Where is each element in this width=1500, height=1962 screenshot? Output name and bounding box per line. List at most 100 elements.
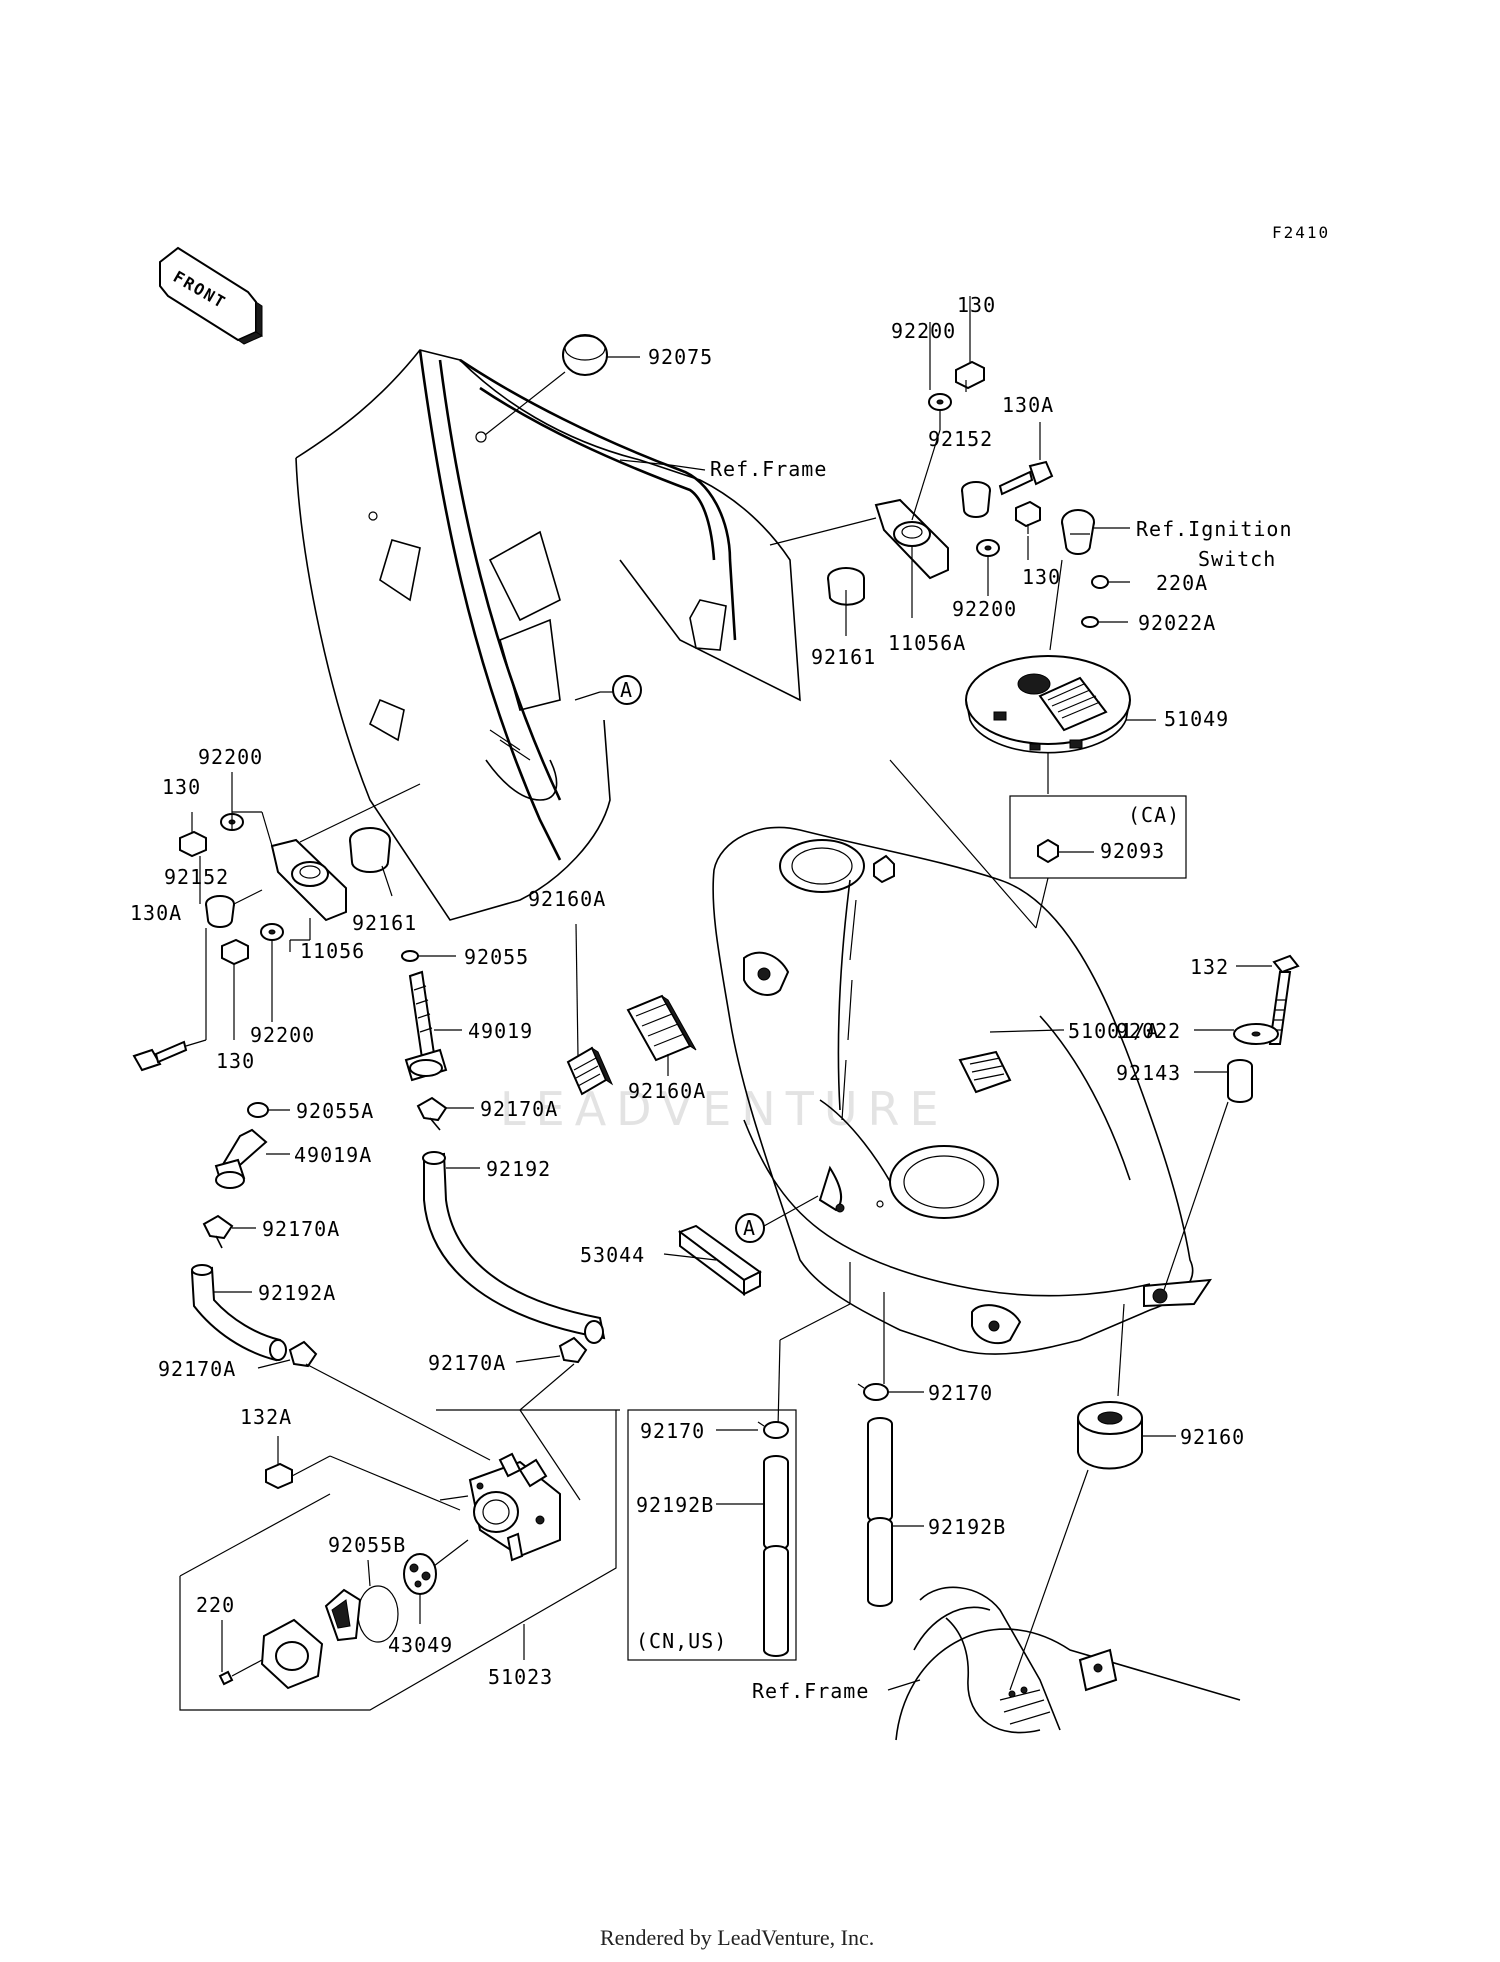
- callout-92093: 92093: [1100, 839, 1165, 863]
- lever-icon: [324, 1588, 362, 1642]
- packing-43049: [403, 1553, 437, 1595]
- rubber-92160: [1077, 1401, 1143, 1470]
- rubber-92160A-a: [566, 1046, 614, 1096]
- clamp-92170A-4: [558, 1336, 588, 1364]
- callout-220A: 220A: [1156, 571, 1208, 595]
- callout-92200-left2: 92200: [250, 1023, 315, 1047]
- callout-132A: 132A: [240, 1405, 292, 1429]
- damper-92161-left: [349, 827, 391, 873]
- callout-ca: (CA): [1128, 803, 1180, 827]
- oring-92055A: [247, 1102, 269, 1118]
- bolt-130A-top: [998, 460, 1054, 496]
- plate-icon: [260, 1618, 324, 1690]
- callout-51001: 51001/A: [1068, 1019, 1159, 1043]
- collar-92143: [1227, 1059, 1253, 1103]
- bolt-130-top: [955, 360, 985, 392]
- clamp-92170A-1: [416, 1096, 448, 1131]
- callout-92170A-2: 92170A: [262, 1217, 340, 1241]
- frame-lower: [895, 1586, 1241, 1741]
- nut-92093: [1037, 838, 1059, 864]
- callout-92170A-1: 92170A: [480, 1097, 558, 1121]
- oring-92055: [401, 950, 419, 962]
- callout-92192: 92192: [486, 1157, 551, 1181]
- callout-51023: 51023: [488, 1665, 553, 1689]
- pipe-49019: [404, 970, 448, 1082]
- damper-92161-top: [827, 567, 865, 606]
- washer-92022: [1233, 1023, 1279, 1045]
- screw-220: [218, 1659, 263, 1686]
- callout-ref-a-bottom: A: [743, 1216, 756, 1240]
- frame-upper: [295, 349, 801, 921]
- hose-92192A: [190, 1264, 287, 1362]
- washer-92200-mid: [976, 539, 1000, 557]
- ignition-switch-icon: [1061, 509, 1095, 555]
- clamp-92170A-2: [202, 1214, 234, 1249]
- fuel-cap-51049: [965, 655, 1131, 754]
- callout-92055A: 92055A: [296, 1099, 374, 1123]
- callout-92192B-box: 92192B: [636, 1493, 714, 1517]
- callout-92022A: 92022A: [1138, 611, 1216, 635]
- callout-11056: 11056: [300, 939, 365, 963]
- callout-92192B-right: 92192B: [928, 1515, 1006, 1539]
- render-credit: Rendered by LeadVenture, Inc.: [600, 1925, 874, 1950]
- hose-92192B-box: [763, 1455, 789, 1657]
- callout-ref-frame-bottom: Ref.Frame: [752, 1679, 869, 1703]
- callout-92170A-4: 92170A: [428, 1351, 506, 1375]
- callout-ref-frame-top: Ref.Frame: [710, 457, 827, 481]
- callout-cn-us: (CN,US): [636, 1629, 727, 1653]
- callout-92160A-a: 92160A: [528, 887, 606, 911]
- hose-92192: [422, 1151, 606, 1344]
- callout-51049: 51049: [1164, 707, 1229, 731]
- washer-92200-top: [928, 393, 952, 411]
- pad-53044: [677, 1224, 762, 1296]
- bracket-11056A: [874, 498, 949, 580]
- callout-130-left2: 130: [216, 1049, 255, 1073]
- callout-92152-top: 92152: [928, 427, 993, 451]
- collar-92152-left: [205, 895, 235, 928]
- fuel-cock-51023: [468, 1452, 561, 1562]
- hose-92192B-right: [867, 1417, 893, 1607]
- washer-92200-left2: [260, 923, 284, 941]
- callout-92143: 92143: [1116, 1061, 1181, 1085]
- callout-ref-ignition: Ref.Ignition: [1136, 517, 1293, 541]
- screw-220A: [1091, 575, 1130, 589]
- fuel-cock-box: [179, 1410, 617, 1711]
- ref-a-circle-bottom: [735, 1213, 765, 1243]
- cn-us-box: [627, 1409, 797, 1661]
- callout-92161-top: 92161: [811, 645, 876, 669]
- ref-a-circle-top: [612, 675, 642, 705]
- ca-box: [1009, 795, 1187, 879]
- callout-130-top: 130: [957, 293, 996, 317]
- clamp-92170A-3: [288, 1340, 318, 1368]
- callout-92192A: 92192A: [258, 1281, 336, 1305]
- callout-92170-right: 92170: [928, 1381, 993, 1405]
- callout-92055: 92055: [464, 945, 529, 969]
- bolt-130-left2: [221, 938, 249, 1040]
- callout-53044: 53044: [580, 1243, 645, 1267]
- rubber-cap-92075: [562, 334, 608, 376]
- bolt-130A-left: [132, 1040, 188, 1072]
- clamp-92170-right: [857, 1383, 889, 1401]
- bolt-130-mid: [1015, 500, 1041, 534]
- callout-49019A: 49019A: [294, 1143, 372, 1167]
- callout-ref-a-top: A: [620, 678, 633, 702]
- callout-92022: 92022: [1116, 1019, 1181, 1043]
- callout-92075: 92075: [648, 345, 713, 369]
- callout-220: 220: [196, 1593, 235, 1617]
- callout-130-mid: 130: [1022, 565, 1061, 589]
- callout-92161-left: 92161: [352, 911, 417, 935]
- callout-132: 132: [1190, 955, 1229, 979]
- callout-130-left: 130: [162, 775, 201, 799]
- callout-130A-left: 130A: [130, 901, 182, 925]
- callout-92170A-3: 92170A: [158, 1357, 236, 1381]
- callout-92152-left: 92152: [164, 865, 229, 889]
- callout-92160: 92160: [1180, 1425, 1245, 1449]
- figure-code: F2410: [1272, 223, 1330, 242]
- collar-92152-top: [961, 481, 991, 518]
- front-arrow-icon: FRONT: [159, 246, 264, 345]
- pipe-49019A: [214, 1128, 268, 1189]
- fuel-tank-51001: [712, 826, 1212, 1355]
- watermark: LEADVENTURE: [500, 1082, 949, 1136]
